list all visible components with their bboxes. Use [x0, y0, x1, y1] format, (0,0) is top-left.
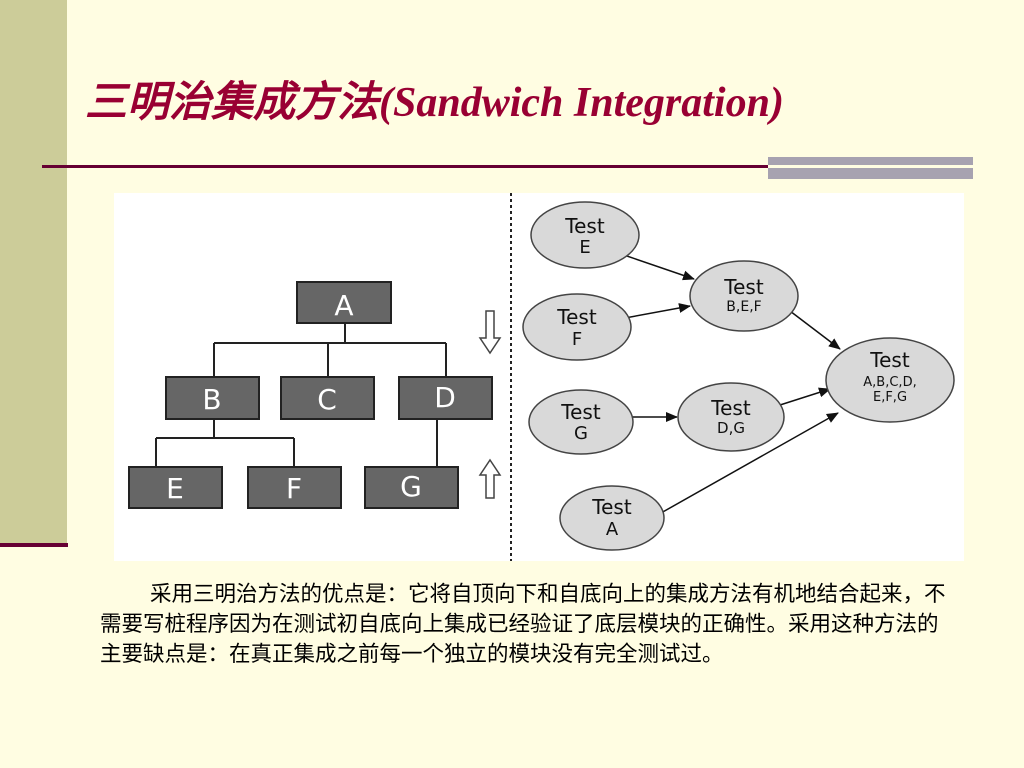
- module-box-g: G: [364, 466, 459, 509]
- sandwich-diagram: A B C D E F G Test E: [114, 193, 964, 561]
- test-circle-a: Test A: [559, 485, 665, 551]
- tree-connectors: [155, 323, 447, 467]
- svg-text:G: G: [400, 470, 422, 503]
- module-box-f: F: [247, 466, 342, 509]
- title-divider: [42, 165, 772, 168]
- svg-text:D: D: [434, 381, 456, 414]
- svg-text:Test: Test: [556, 305, 597, 329]
- svg-text:E: E: [579, 237, 590, 258]
- svg-text:C: C: [317, 383, 337, 416]
- module-box-b: B: [165, 376, 260, 420]
- svg-text:Test: Test: [564, 214, 605, 238]
- svg-text:E: E: [166, 472, 184, 505]
- module-box-d: D: [398, 376, 493, 420]
- description-paragraph: 采用三明治方法的优点是：它将自顶向下和自底向上的集成方法有机地结合起来，不需要写…: [100, 582, 946, 667]
- svg-text:Test: Test: [591, 495, 632, 519]
- svg-text:D,G: D,G: [717, 419, 745, 437]
- slide-title: 三明治集成方法(Sandwich Integration): [85, 80, 784, 126]
- test-circle-g: Test G: [528, 389, 634, 455]
- module-box-e: E: [128, 466, 223, 509]
- down-arrow-icon: [478, 310, 502, 355]
- svg-text:A: A: [334, 289, 353, 322]
- svg-text:A,B,C,D,: A,B,C,D,: [863, 375, 916, 390]
- sidebar-decoration: [0, 0, 67, 545]
- svg-text:F: F: [572, 329, 582, 350]
- test-circle-all: Test A,B,C,D, E,F,G: [825, 337, 955, 423]
- module-box-a: A: [296, 281, 392, 324]
- test-circle-bef: Test B,E,F: [689, 260, 799, 332]
- svg-text:B: B: [202, 383, 221, 416]
- svg-text:Test: Test: [710, 396, 751, 420]
- svg-text:B,E,F: B,E,F: [726, 299, 761, 315]
- flow-arrows: [623, 254, 841, 514]
- module-box-c: C: [280, 376, 375, 420]
- test-circle-dg: Test D,G: [677, 382, 785, 452]
- test-circle-f: Test F: [522, 293, 632, 361]
- svg-text:Test: Test: [869, 348, 910, 372]
- svg-text:Test: Test: [560, 400, 601, 424]
- svg-text:F: F: [286, 472, 302, 505]
- svg-text:Test: Test: [723, 275, 764, 299]
- sidebar-underline: [0, 543, 68, 547]
- title-divider-accent: [768, 157, 973, 179]
- svg-text:E,F,G: E,F,G: [873, 390, 907, 405]
- svg-text:G: G: [574, 423, 588, 444]
- svg-text:A: A: [606, 519, 619, 540]
- up-arrow-icon: [478, 458, 502, 499]
- test-circle-e: Test E: [530, 201, 640, 269]
